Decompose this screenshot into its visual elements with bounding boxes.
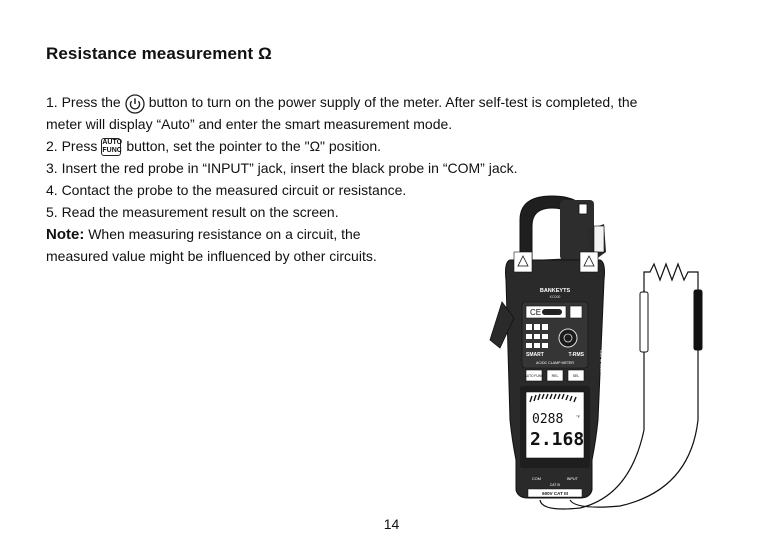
step-2-prefix: 2. Press xyxy=(46,138,98,154)
step-4: 4. Contact the probe to the measured cir… xyxy=(46,182,407,198)
meter-model: KC000 xyxy=(550,295,561,299)
lcd-secondary-unit: °F xyxy=(576,414,581,419)
red-probe-lead xyxy=(539,290,645,510)
step-5: 5. Read the measurement result on the sc… xyxy=(46,204,339,220)
meter-lcd xyxy=(525,391,585,459)
meter-bottom-label: 600V CAT III xyxy=(542,491,568,496)
step-1-suffix: button to turn on the power supply of th… xyxy=(148,94,638,110)
meter-sel-label: SEL xyxy=(573,374,580,378)
jack-cat-label: CAT III xyxy=(550,483,561,487)
clamp-meter-illustration: BANKEYTS KC000 CE SMART T-RMS AC/DC CLAM… xyxy=(489,195,703,510)
meter-smart-label: SMART xyxy=(526,352,544,358)
power-button-icon xyxy=(125,94,145,114)
step-1-line-1: 1. Press the button to turn on the power… xyxy=(46,94,638,114)
note-label: Note: xyxy=(46,226,85,243)
meter-trms-label: T-RMS xyxy=(568,352,584,358)
meter-rel-button xyxy=(546,369,564,382)
meter-side-label: CAT III 600V xyxy=(599,350,604,373)
meter-power-knob xyxy=(558,328,578,348)
note-text: When measuring resistance on a circuit, … xyxy=(84,226,361,242)
meter-rel-label: REL xyxy=(552,374,559,378)
page-number: 14 xyxy=(383,516,400,532)
black-probe xyxy=(693,289,703,351)
ce-mark: CE xyxy=(530,308,541,317)
jack-input-label: INPUT xyxy=(567,477,579,481)
auto-func-icon-line2: FUNC xyxy=(102,147,122,155)
black-probe-lead xyxy=(569,290,699,508)
step-1-line-2: meter will display “Auto” and enter the … xyxy=(46,116,453,132)
lcd-main-reading: 2.168 xyxy=(530,429,584,450)
auto-func-icon-line1: AUTO xyxy=(102,139,123,147)
section-heading: Resistance measurement Ω xyxy=(46,44,272,63)
step-3: 3. Insert the red probe in “INPUT” jack,… xyxy=(46,160,518,176)
meter-sel-button xyxy=(567,369,585,382)
step-1-prefix: 1. Press the xyxy=(46,94,121,110)
red-probe xyxy=(639,291,649,353)
step-2-suffix: button, set the pointer to the "Ω" posit… xyxy=(126,138,382,154)
note-line-2: measured value might be influenced by ot… xyxy=(46,248,377,264)
jack-com-label: COM xyxy=(532,477,541,481)
lcd-secondary-reading: 0288 xyxy=(532,412,563,427)
note-line-1: Note: When measuring resistance on a cir… xyxy=(46,226,361,243)
resistor-icon xyxy=(643,262,699,282)
meter-auto-func-button xyxy=(525,369,543,382)
meter-auto-func-label: AUTO FUNC xyxy=(525,374,544,378)
meter-brand: BANKEYTS xyxy=(540,288,571,294)
meter-subtitle: AC/DC CLAMP METER xyxy=(536,361,574,365)
